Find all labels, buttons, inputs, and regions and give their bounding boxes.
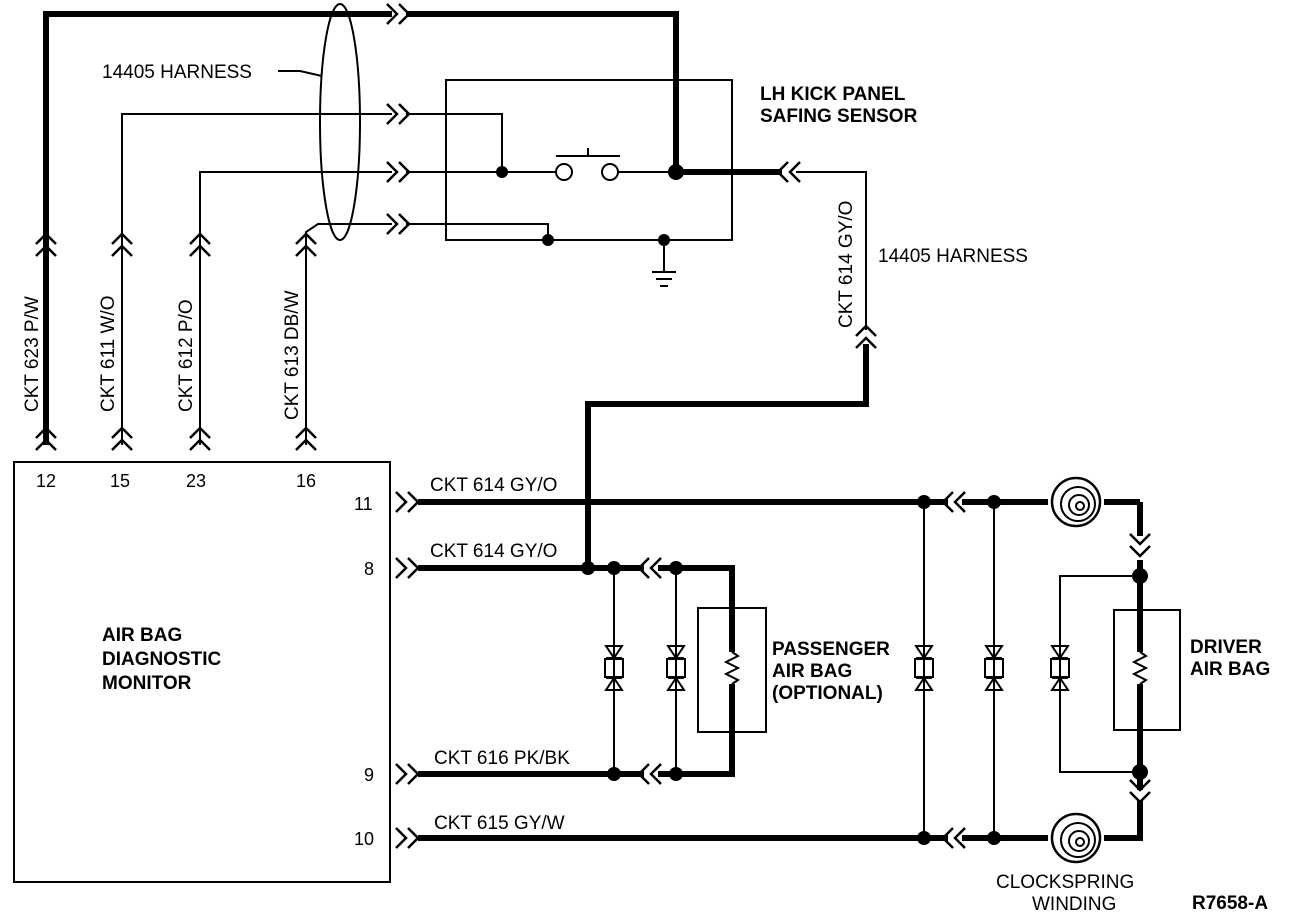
label-ckt-616: CKT 616 PK/BK bbox=[434, 748, 570, 769]
label-ckt-614-vertical: CKT 614 GY/O bbox=[836, 201, 857, 328]
pin-11: 11 bbox=[354, 494, 373, 514]
pin-16: 16 bbox=[296, 471, 316, 491]
monitor-label-line1: AIR BAG bbox=[102, 625, 182, 646]
label-ckt-611: CKT 611 W/O bbox=[98, 296, 119, 413]
pin-9: 9 bbox=[364, 765, 374, 785]
harness-leader-line bbox=[278, 70, 323, 77]
passenger-airbag-box bbox=[697, 607, 767, 733]
label-ckt-613: CKT 613 DB/W bbox=[282, 290, 303, 420]
label-ckt-612: CKT 612 P/O bbox=[176, 299, 197, 412]
driver-airbag-box bbox=[1113, 609, 1181, 731]
safing-switch bbox=[555, 148, 620, 181]
pin-10: 10 bbox=[354, 829, 374, 849]
harness-label-top: 14405 HARNESS bbox=[102, 62, 252, 83]
pin-23: 23 bbox=[186, 471, 206, 491]
label-ckt-614-pin8: CKT 614 GY/O bbox=[430, 541, 557, 562]
clockspring-label-line2: WINDING bbox=[1032, 894, 1116, 915]
ground-icon bbox=[652, 240, 676, 287]
monitor-label-line2: DIAGNOSTIC bbox=[102, 649, 222, 670]
passenger-label-line1: PASSENGER bbox=[772, 639, 890, 660]
monitor-label-line3: MONITOR bbox=[102, 673, 192, 694]
passenger-airbag-resistor bbox=[723, 624, 741, 706]
label-ckt-615: CKT 615 GY/W bbox=[434, 813, 565, 834]
wire-ckt-614-pin11 bbox=[394, 490, 1152, 558]
wire-ckt-613 bbox=[294, 212, 549, 452]
harness-label-right: 14405 HARNESS bbox=[878, 246, 1028, 267]
wire-ckt-612 bbox=[188, 160, 556, 452]
driver-side-diodes bbox=[914, 502, 1140, 838]
passenger-diodes bbox=[604, 568, 686, 774]
driver-label-line1: DRIVER bbox=[1190, 637, 1262, 658]
wire-ckt-615 bbox=[394, 778, 1152, 850]
sensor-label-line2: SAFING SENSOR bbox=[760, 106, 918, 127]
pin-8: 8 bbox=[364, 559, 374, 579]
driver-airbag-resistor bbox=[1131, 560, 1149, 790]
driver-label-line2: AIR BAG bbox=[1190, 659, 1270, 680]
passenger-label-line3: (OPTIONAL) bbox=[772, 683, 883, 704]
pin-15: 15 bbox=[110, 471, 130, 491]
safing-sensor-box bbox=[445, 79, 733, 241]
label-ckt-614-pin11: CKT 614 GY/O bbox=[430, 475, 557, 496]
pin-12: 12 bbox=[36, 471, 56, 491]
wire-ckt-614-harness bbox=[585, 160, 878, 568]
clockspring-bottom-icon bbox=[1050, 812, 1102, 864]
passenger-label-line2: AIR BAG bbox=[772, 661, 852, 682]
clockspring-label-line1: CLOCKSPRING bbox=[996, 872, 1134, 893]
sensor-label-line1: LH KICK PANEL bbox=[760, 84, 906, 105]
wire-ckt-623 bbox=[34, 2, 679, 452]
clockspring-top-icon bbox=[1050, 476, 1102, 528]
harness-bundle-ellipse bbox=[319, 3, 361, 241]
figure-id: R7658-A bbox=[1192, 893, 1268, 914]
diagnostic-monitor-box bbox=[13, 461, 391, 883]
label-ckt-623: CKT 623 P/W bbox=[22, 296, 43, 412]
wire-ckt-611 bbox=[110, 102, 503, 452]
